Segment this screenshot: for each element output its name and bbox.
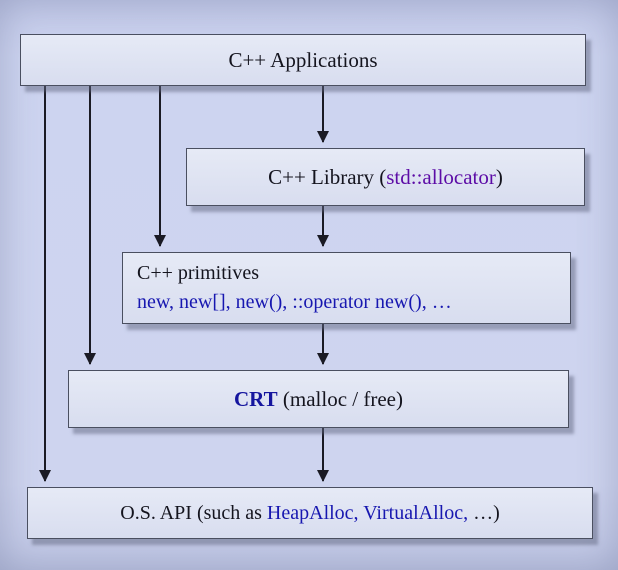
crt-label: CRT (malloc / free) <box>234 387 403 412</box>
std-allocator-text: std::allocator <box>386 164 496 189</box>
node-cpp-primitives: C++ primitives new, new[], new(), ::oper… <box>122 252 571 324</box>
cpp-applications-label: C++ Applications <box>228 47 378 72</box>
cpp-primitives-title: C++ primitives <box>137 262 260 284</box>
cpp-library-label: C++ Library (std::allocator) <box>268 165 503 190</box>
os-api-label: O.S. API (such as HeapAlloc, VirtualAllo… <box>120 502 500 525</box>
os-api-paren: …) <box>468 501 500 524</box>
node-cpp-library: C++ Library (std::allocator) <box>186 148 585 206</box>
crt-rest-text: (malloc / free) <box>277 386 403 411</box>
crt-name-text: CRT <box>234 386 278 411</box>
os-api-text: O.S. API (such as <box>120 501 267 524</box>
cpp-library-paren: ) <box>495 164 503 189</box>
node-os-api: O.S. API (such as HeapAlloc, VirtualAllo… <box>27 487 593 539</box>
cpp-primitives-detail: new, new[], new(), ::operator new(), … <box>137 291 452 313</box>
cpp-library-text: C++ Library ( <box>268 164 387 189</box>
os-api-functions-text: HeapAlloc, VirtualAlloc, <box>266 501 469 524</box>
node-cpp-applications: C++ Applications <box>20 34 586 86</box>
node-crt: CRT (malloc / free) <box>68 370 569 428</box>
